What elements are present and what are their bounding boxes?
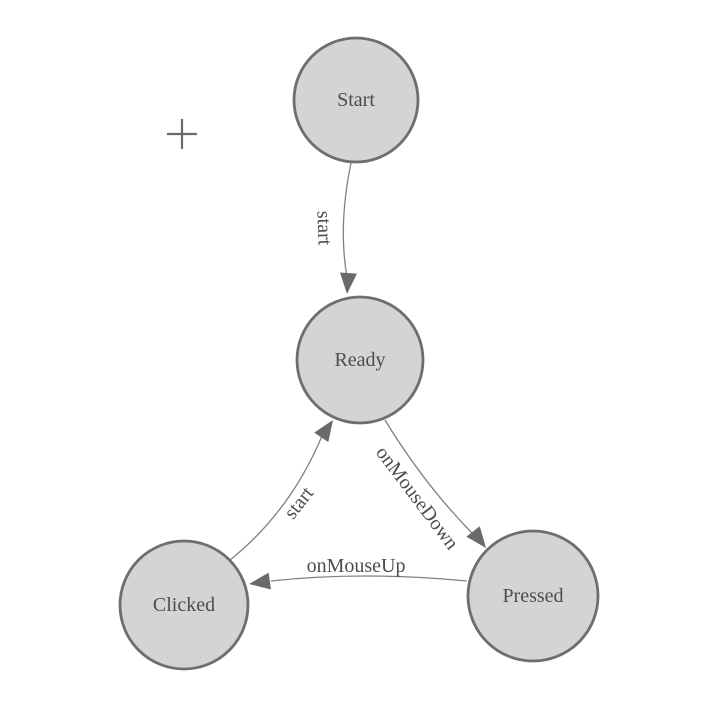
state-label: Ready [334, 349, 385, 371]
transition-arrowhead-icon [249, 572, 271, 590]
state-label: Clicked [153, 594, 215, 616]
transition-arrowhead-icon [339, 272, 357, 294]
state-circle[interactable] [292, 36, 420, 164]
transition-line[interactable] [342, 162, 352, 278]
transition-arrowhead-icon [314, 420, 333, 443]
state-label: Pressed [502, 585, 563, 607]
state-circle[interactable] [118, 539, 250, 671]
state-label: Start [337, 89, 375, 111]
transition-label[interactable]: onMouseUp [307, 555, 406, 577]
state-node-ready[interactable]: Ready [295, 295, 425, 425]
state-node-pressed[interactable]: Pressed [466, 529, 600, 663]
crosshair-cursor [167, 119, 197, 149]
transition-line[interactable] [270, 575, 468, 582]
state-node-start[interactable]: Start [292, 36, 420, 164]
transition-label[interactable]: start [280, 482, 319, 523]
state-circle[interactable] [295, 295, 425, 425]
transition-line[interactable] [384, 419, 473, 534]
state-node-clicked[interactable]: Clicked [118, 539, 250, 671]
transition-label[interactable]: onMouseDown [371, 442, 463, 554]
transition-label[interactable]: start [312, 210, 335, 246]
transition-line[interactable] [229, 435, 323, 561]
state-circle[interactable] [466, 529, 600, 663]
transition-clicked-to-ready[interactable]: start [229, 420, 333, 561]
transition-arrowhead-icon [466, 526, 486, 548]
transition-ready-to-pressed[interactable]: onMouseDown [371, 419, 486, 554]
transition-start-to-ready[interactable]: start [312, 162, 357, 294]
transition-pressed-to-clicked[interactable]: onMouseUp [249, 555, 468, 590]
